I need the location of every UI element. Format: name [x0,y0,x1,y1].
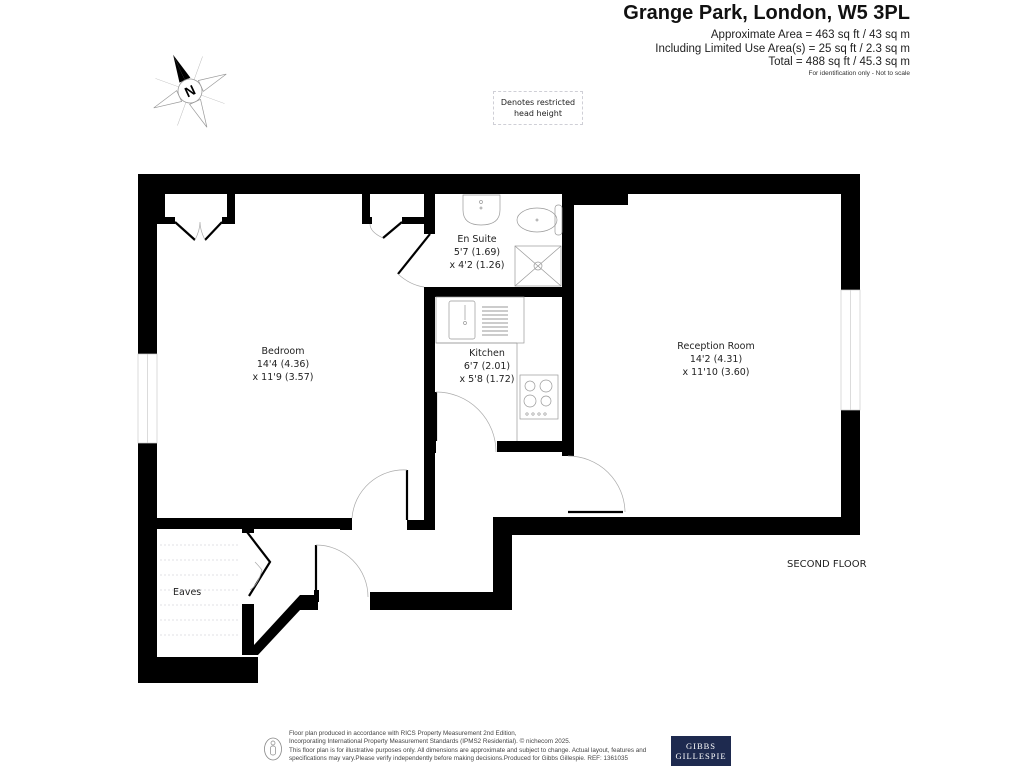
gibbs-gillespie-logo: GIBBS GILLESPIE [671,736,731,766]
total-area: Total = 488 sq ft / 45.3 sq m [768,56,910,68]
room-label-kitchen: Kitchen 6'7 (2.01) x 5'8 (1.72) [460,347,515,386]
person-accessibility-icon [264,737,282,761]
room-name: Bedroom [261,346,305,357]
ensuite-fixtures [462,194,563,287]
restricted-height-legend: Denotes restricted head height [493,91,583,125]
room-dimension-2: x 11'9 (3.57) [252,372,314,383]
scale-note: For identification only - Not to scale [808,69,910,77]
room-dimension-1: 5'7 (1.69) [453,247,501,258]
property-address-title: Grange Park, London, W5 3PL [623,2,910,24]
legend-line-2: head height [513,109,562,118]
room-name: Kitchen [469,348,505,359]
approximate-area: Approximate Area = 463 sq ft / 43 sq m [710,29,910,41]
walls [138,174,860,683]
disclaimer-line-3: This floor plan is for illustrative purp… [289,746,647,754]
room-dimension-2: x 11'10 (3.60) [682,367,750,378]
window-reception [840,289,861,411]
room-label-eaves: Eaves [173,587,202,598]
disclaimer-text: Floor plan produced in accordance with R… [289,730,669,764]
room-dimension-2: x 4'2 (1.26) [449,260,505,271]
room-label-reception: Reception Room 14'2 (4.31) x 11'10 (3.60… [677,340,754,379]
room-dimension-1: 14'4 (4.36) [256,359,310,370]
room-label-bedroom: Bedroom 14'4 (4.36) x 11'9 (3.57) [253,345,314,384]
window-bedroom [137,353,158,444]
brand-line-1: GIBBS [685,741,717,751]
disclaimer-line-2: Incorporating International Property Mea… [289,738,571,746]
floor-level-label: SECOND FLOOR [787,559,867,570]
area-summary: Approximate Area = 463 sq ft / 43 sq m I… [655,29,910,78]
limited-use-area: Including Limited Use Area(s) = 25 sq ft… [655,42,910,55]
eaves-hatching [160,544,240,636]
room-name: En Suite [457,234,497,245]
doors [174,221,623,597]
room-dimension-1: 6'7 (2.01) [463,361,511,372]
room-dimension-2: x 5'8 (1.72) [459,374,515,385]
legend-line-1: Denotes restricted [500,98,576,107]
room-dimension-1: 14'2 (4.31) [689,354,743,365]
room-name: Reception Room [677,341,755,352]
door-swings [194,221,626,598]
brand-line-2: GILLESPIE [675,751,727,761]
room-label-en-suite: En Suite 5'7 (1.69) x 4'2 (1.26) [450,233,505,272]
disclaimer-line-4: specifications may vary.Please verify in… [289,755,629,763]
north-compass-icon: N [153,54,227,128]
disclaimer-line-1: Floor plan produced in accordance with R… [289,730,517,737]
kitchen-fixtures [435,296,559,441]
